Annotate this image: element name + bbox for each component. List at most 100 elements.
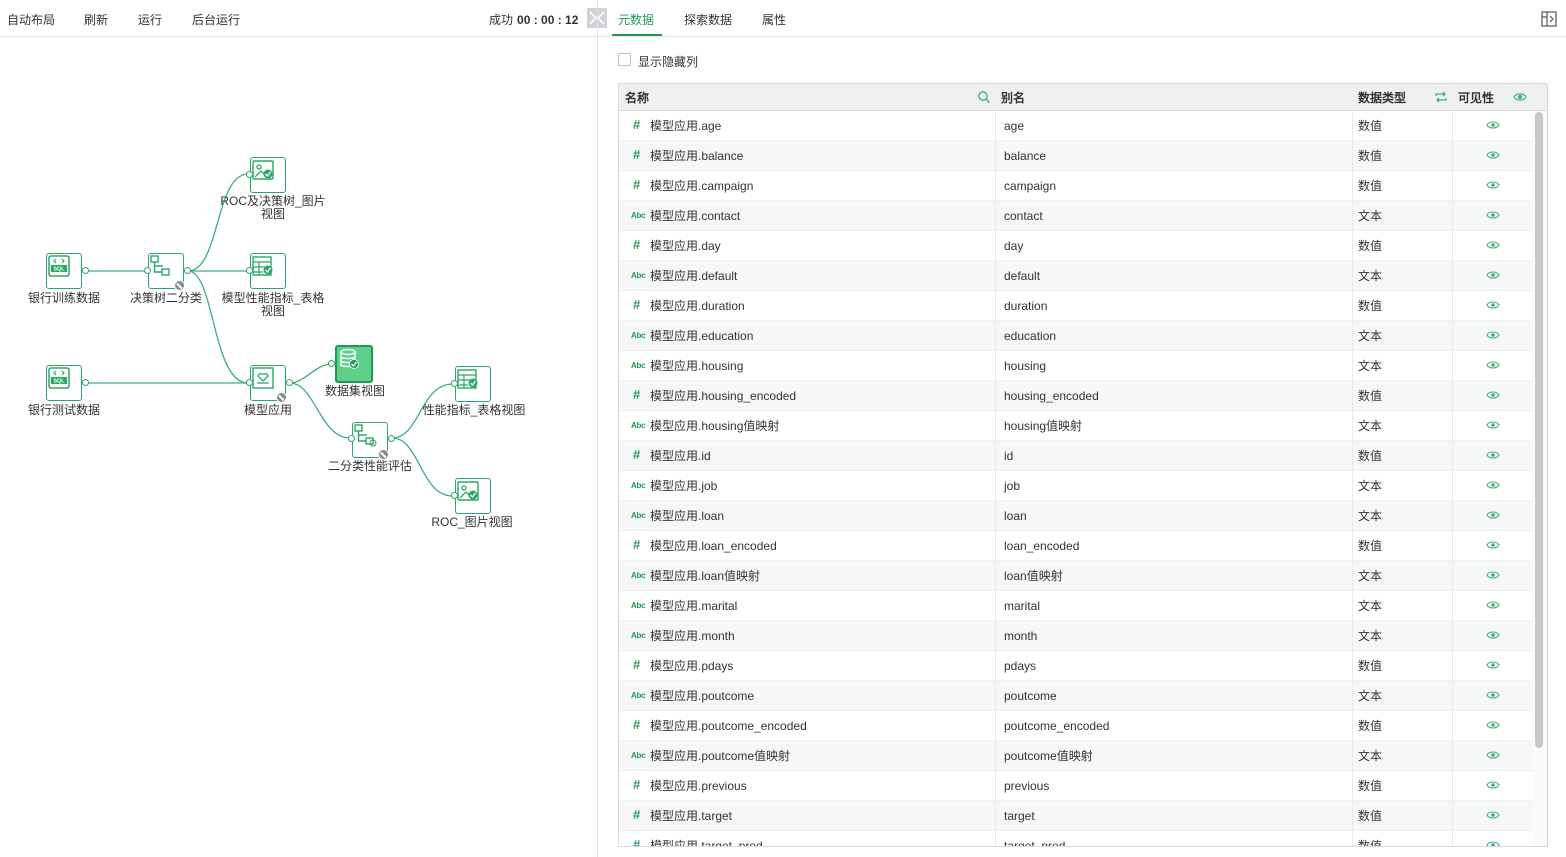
node-input-port[interactable] [246,267,253,274]
visibility-eye-icon[interactable] [1486,720,1500,730]
visibility-eye-icon[interactable] [1486,360,1500,370]
field-alias-input[interactable]: housing值映射 [1004,419,1083,433]
node-input-port[interactable] [328,360,335,367]
node-output-port[interactable] [82,267,89,274]
field-data-type[interactable]: 文本 [1358,269,1383,283]
vertical-scrollbar[interactable] [1535,112,1543,748]
visibility-eye-icon[interactable] [1486,630,1500,640]
field-alias-input[interactable]: poutcome值映射 [1004,749,1093,763]
visibility-eye-icon[interactable] [1486,420,1500,430]
field-data-type[interactable]: 数值 [1358,179,1383,193]
field-alias-input[interactable]: poutcome_encoded [1004,719,1110,733]
visibility-eye-icon[interactable] [1486,450,1500,460]
field-alias-input[interactable]: loan [1004,509,1027,523]
field-data-type[interactable]: 数值 [1358,119,1383,133]
node-input-port[interactable] [246,379,253,386]
field-alias-input[interactable]: id [1004,449,1014,463]
field-alias-input[interactable]: job [1004,479,1021,493]
node-metrics-table[interactable] [455,366,491,402]
field-alias-input[interactable]: target [1004,809,1035,823]
field-data-type[interactable]: 文本 [1358,629,1383,643]
visibility-eye-icon[interactable] [1486,240,1500,250]
node-input-port[interactable] [451,380,458,387]
field-alias-input[interactable]: contact [1004,209,1043,223]
visibility-eye-icon[interactable] [1486,540,1500,550]
node-input-port[interactable] [144,267,151,274]
node-input-port[interactable] [246,171,253,178]
node-dataset-view[interactable] [335,345,373,383]
visibility-eye-icon[interactable] [1486,810,1500,820]
visibility-eye-icon[interactable] [1486,570,1500,580]
visibility-eye-icon[interactable] [1486,390,1500,400]
tab-metadata[interactable]: 元数据 [618,13,655,27]
background-run-button[interactable]: 后台运行 [192,13,241,27]
field-data-type[interactable]: 数值 [1358,449,1383,463]
field-data-type[interactable]: 数值 [1358,389,1383,403]
field-data-type[interactable]: 数值 [1358,539,1383,553]
field-data-type[interactable]: 数值 [1358,239,1383,253]
node-test-data[interactable]: SQL [46,365,82,401]
field-data-type[interactable]: 文本 [1358,509,1383,523]
field-alias-input[interactable]: campaign [1004,179,1057,193]
node-train-data[interactable]: SQL [46,253,82,289]
field-alias-input[interactable]: pdays [1004,659,1037,673]
field-data-type[interactable]: 文本 [1358,479,1383,493]
field-data-type[interactable]: 文本 [1358,599,1383,613]
node-output-port[interactable] [388,435,395,442]
visibility-eye-icon[interactable] [1486,150,1500,160]
node-output-port[interactable] [82,379,89,386]
field-alias-input[interactable]: housing_encoded [1004,389,1099,403]
search-icon[interactable] [977,90,991,104]
field-alias-input[interactable]: default [1004,269,1041,283]
panel-divider[interactable] [597,0,598,857]
node-perf-table[interactable] [250,253,286,289]
visibility-eye-icon[interactable] [1486,300,1500,310]
field-alias-input[interactable]: day [1004,239,1024,253]
visibility-eye-icon[interactable] [1486,480,1500,490]
workflow-canvas[interactable]: SQL 银行训练数据 SQL 银行测试数据 决策树二分类 [0,38,597,857]
field-alias-input[interactable]: age [1004,119,1025,133]
field-alias-input[interactable]: month [1004,629,1038,643]
visibility-eye-icon[interactable] [1486,660,1500,670]
field-data-type[interactable]: 数值 [1358,839,1383,847]
field-alias-input[interactable]: poutcome [1004,689,1057,703]
visibility-eye-icon[interactable] [1486,510,1500,520]
field-alias-input[interactable]: duration [1004,299,1048,313]
visibility-eye-icon[interactable] [1486,210,1500,220]
field-data-type[interactable]: 文本 [1358,749,1383,763]
field-data-type[interactable]: 数值 [1358,149,1383,163]
visibility-eye-icon[interactable] [1486,690,1500,700]
node-input-port[interactable] [348,435,355,442]
field-alias-input[interactable]: balance [1004,149,1047,163]
field-data-type[interactable]: 文本 [1358,569,1383,583]
field-data-type[interactable]: 数值 [1358,719,1383,733]
visibility-eye-icon[interactable] [1486,330,1500,340]
node-roc-tree-image[interactable] [250,157,286,193]
node-output-port[interactable] [286,379,293,386]
field-data-type[interactable]: 文本 [1358,329,1383,343]
panel-layout-icon[interactable] [1541,11,1557,27]
column-header-name[interactable]: 名称 [625,91,650,105]
field-data-type[interactable]: 数值 [1358,779,1383,793]
field-data-type[interactable]: 数值 [1358,299,1383,313]
field-data-type[interactable]: 文本 [1358,689,1383,703]
column-header-alias[interactable]: 别名 [1001,91,1026,105]
field-alias-input[interactable]: marital [1004,599,1041,613]
field-alias-input[interactable]: previous [1004,779,1050,793]
visibility-eye-icon[interactable] [1486,600,1500,610]
